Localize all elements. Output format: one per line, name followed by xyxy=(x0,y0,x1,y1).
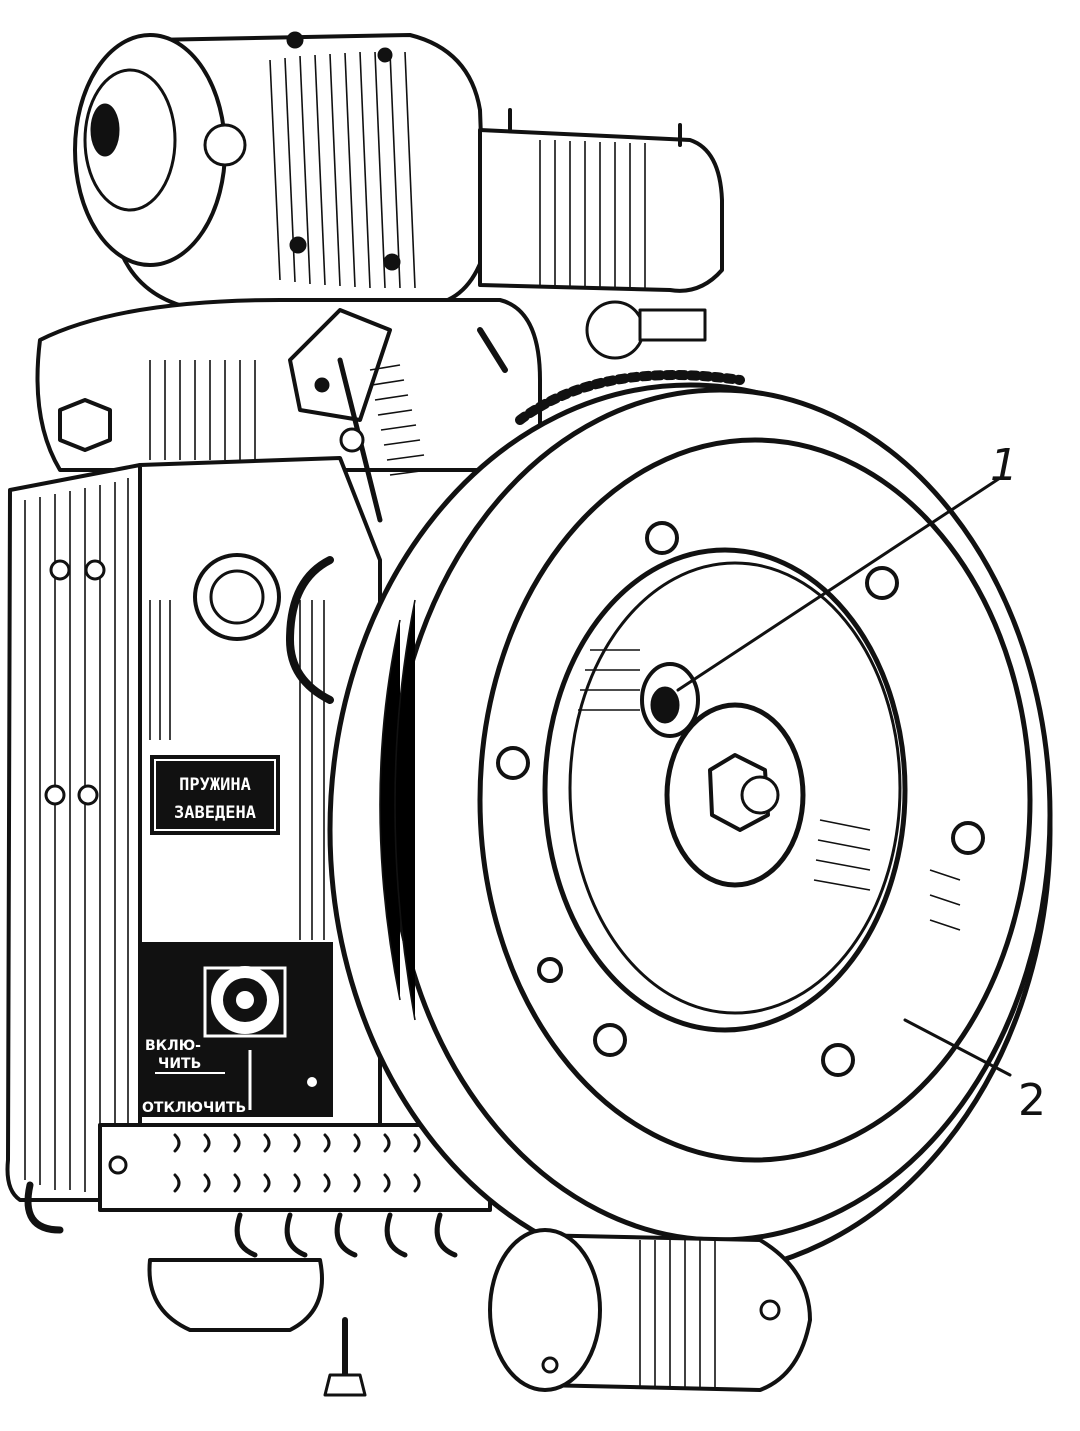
callouts: 1 2 xyxy=(676,440,1046,1126)
switch-on-line1: ВКЛЮ- xyxy=(145,1038,201,1054)
nameplate: ПРУЖИНА ЗАВЕДЕНА xyxy=(150,755,280,835)
flywheel xyxy=(327,370,1053,1278)
switch-panel: ВКЛЮ- ЧИТЬ ОТКЛЮЧИТЬ xyxy=(138,942,333,1117)
switch-off-label: ОТКЛЮЧИТЬ xyxy=(142,1100,246,1116)
bottom-motor xyxy=(488,1228,812,1392)
nameplate-line1: ПРУЖИНА xyxy=(179,775,251,795)
callout-2: 2 xyxy=(1018,1075,1046,1126)
callout-1: 1 xyxy=(990,440,1018,491)
nameplate-line2: ЗАВЕДЕНА xyxy=(174,803,256,823)
release-lever xyxy=(288,308,508,523)
main-housing xyxy=(5,298,542,1234)
top-motor xyxy=(73,31,487,312)
flywheel-bolts xyxy=(496,521,985,1077)
switch-on-line2: ЧИТЬ xyxy=(158,1056,201,1072)
terminal-strip xyxy=(98,1123,492,1397)
starter-motor xyxy=(478,108,724,360)
